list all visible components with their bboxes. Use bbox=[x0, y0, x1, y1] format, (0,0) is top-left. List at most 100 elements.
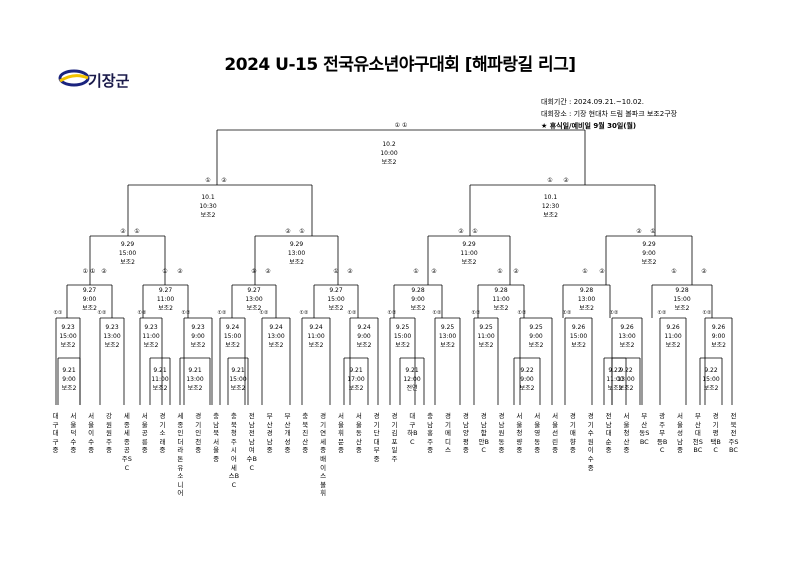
round32-match-2-date: 9.23 bbox=[144, 324, 158, 331]
team-name: 대구하BC bbox=[407, 412, 418, 446]
final-date: 10.2 bbox=[382, 141, 396, 148]
round16-seed-right: ② bbox=[177, 268, 183, 275]
round32-match-8-date: 9.25 bbox=[396, 324, 410, 331]
round32-seed: ①② bbox=[98, 310, 107, 316]
round16-seed-right: ② bbox=[599, 268, 605, 275]
round32-match-11-time: 9:00 bbox=[529, 333, 543, 340]
team-name: 서울청량중 bbox=[516, 412, 523, 455]
round16-seed-right: ② bbox=[513, 268, 519, 275]
quarter-match-3-time: 9:00 bbox=[642, 250, 656, 257]
semi-match-0-date: 10.1 bbox=[201, 194, 215, 201]
round16-seed-right: ② bbox=[265, 268, 271, 275]
round32-match-14-time: 11:00 bbox=[664, 333, 681, 340]
team-name: 서울동산중 bbox=[355, 412, 362, 455]
round32-match-2-venue: 보조2 bbox=[144, 342, 159, 349]
round16-match-6-venue: 보조2 bbox=[579, 305, 594, 312]
round64-match-7-date: 9.22 bbox=[608, 367, 622, 374]
quarter-seed-left: ② bbox=[120, 228, 126, 235]
round32-match-15-time: 9:00 bbox=[712, 333, 726, 340]
round16-match-2-venue: 보조2 bbox=[247, 305, 262, 312]
team-name: 서울성남중 bbox=[676, 412, 683, 455]
quarter-match-2-venue: 보조2 bbox=[462, 259, 477, 266]
round32-match-14-venue: 보조2 bbox=[666, 342, 681, 349]
quarter-seed-right: ① bbox=[299, 228, 304, 235]
round64-match-2-venue: 보조2 bbox=[188, 385, 203, 392]
team-name: 전남대순중 bbox=[605, 412, 612, 455]
round32-match-0-date: 9.23 bbox=[61, 324, 75, 331]
round32-match-13-time: 13:00 bbox=[618, 333, 635, 340]
team-name: 부산개성중 bbox=[284, 412, 291, 455]
round64-match-6-date: 9.22 bbox=[520, 367, 534, 374]
team-name: 경기메디스 bbox=[445, 412, 451, 455]
final-time: 10:00 bbox=[380, 150, 397, 157]
gijang-logo-icon bbox=[58, 69, 90, 87]
round16-seed-right: ② bbox=[431, 268, 437, 275]
quarter-match-1-venue: 보조2 bbox=[289, 259, 304, 266]
quarter-seed-left: ② bbox=[285, 228, 291, 235]
round32-match-10-date: 9.25 bbox=[479, 324, 493, 331]
round16-seed-right: ② bbox=[701, 268, 707, 275]
round32-match-1-time: 13:00 bbox=[103, 333, 120, 340]
logo-text: 기장군 bbox=[88, 72, 130, 90]
quarter-match-2-date: 9.29 bbox=[462, 241, 476, 248]
round64-match-7-venue: 보조2 bbox=[608, 385, 623, 392]
quarter-seed-right: ① bbox=[134, 228, 139, 235]
semi-seed-right: ② bbox=[221, 177, 227, 184]
quarter-seed-right: ① bbox=[472, 228, 477, 235]
round32-match-14-date: 9.26 bbox=[666, 324, 680, 331]
round32-match-3-venue: 보조2 bbox=[191, 342, 206, 349]
round32-seed: ①② bbox=[472, 310, 481, 316]
round32-match-5-time: 13:00 bbox=[267, 333, 284, 340]
round64-match-5-date: 9.21 bbox=[405, 367, 419, 374]
round16-match-1-time: 11:00 bbox=[157, 296, 174, 303]
quarter-seed-left: ② bbox=[636, 228, 642, 235]
round16-match-5-time: 11:00 bbox=[492, 296, 509, 303]
team-name: 경남함안BC bbox=[478, 412, 489, 455]
rest-day-note: ★ 휴식일/예비일 9월 30일(월) bbox=[541, 122, 637, 130]
tournament-period: 대회기간 : 2024.09.21.~10.02. bbox=[541, 98, 645, 106]
round32-match-6-date: 9.24 bbox=[309, 324, 323, 331]
round32-match-0-venue: 보조2 bbox=[61, 342, 76, 349]
round16-seed-right: ② bbox=[347, 268, 353, 275]
final-venue: 보조2 bbox=[382, 159, 397, 166]
round64-match-1-time: 11:00 bbox=[151, 376, 168, 383]
round16-match-6-time: 13:00 bbox=[578, 296, 595, 303]
team-name: 충북청주시어세스BC bbox=[228, 412, 240, 489]
team-name: 대구대구중 bbox=[52, 412, 59, 455]
round16-match-1-date: 9.27 bbox=[159, 287, 173, 294]
round32-match-10-time: 11:00 bbox=[477, 333, 494, 340]
semi-match-0-time: 10:30 bbox=[199, 203, 216, 210]
team-name: 경기수원이수중 bbox=[587, 412, 594, 472]
round32-match-1-venue: 보조2 bbox=[105, 342, 120, 349]
round32-match-11-date: 9.25 bbox=[529, 324, 543, 331]
team-name: 경남원동중 bbox=[498, 412, 505, 455]
page-title: 2024 U-15 전국유소년야구대회 [해파랑길 리그] bbox=[224, 55, 576, 75]
round64-match-9-time: 15:00 bbox=[702, 376, 719, 383]
round32-seed: ①② bbox=[518, 310, 527, 316]
team-name: 강원원주중 bbox=[106, 412, 112, 455]
round32-seed: ①② bbox=[658, 310, 667, 316]
round64-match-6-venue: 보조2 bbox=[520, 385, 535, 392]
round32-match-12-date: 9.26 bbox=[572, 324, 586, 331]
round16-match-4-time: 9:00 bbox=[411, 296, 425, 303]
round32-match-3-date: 9.23 bbox=[191, 324, 205, 331]
quarter-match-3-date: 9.29 bbox=[642, 241, 656, 248]
round16-match-3-date: 9.27 bbox=[329, 287, 343, 294]
quarter-match-0-date: 9.29 bbox=[121, 241, 135, 248]
round16-match-5-venue: 보조2 bbox=[494, 305, 509, 312]
round16-match-5-date: 9.28 bbox=[494, 287, 508, 294]
team-name: 경기김포일주 bbox=[391, 412, 398, 463]
round32-match-7-time: 9:00 bbox=[357, 333, 371, 340]
round32-seed: ①② bbox=[348, 310, 357, 316]
round64-match-8-time: 13:00 bbox=[617, 376, 634, 383]
quarter-match-1-date: 9.29 bbox=[290, 241, 304, 248]
round32-match-15-date: 9.26 bbox=[712, 324, 726, 331]
round16-match-4-venue: 보조2 bbox=[411, 305, 426, 312]
round64-match-2-date: 9.21 bbox=[188, 367, 202, 374]
round64-match-7-time: 11:00 bbox=[606, 376, 623, 383]
final-seed: ① ① bbox=[395, 122, 408, 129]
round64-match-0-venue: 보조2 bbox=[62, 385, 77, 392]
round32-match-12-time: 15:00 bbox=[570, 333, 587, 340]
round64-match-3-date: 9.21 bbox=[231, 367, 245, 374]
team-name: 경기인천중 bbox=[195, 412, 202, 455]
